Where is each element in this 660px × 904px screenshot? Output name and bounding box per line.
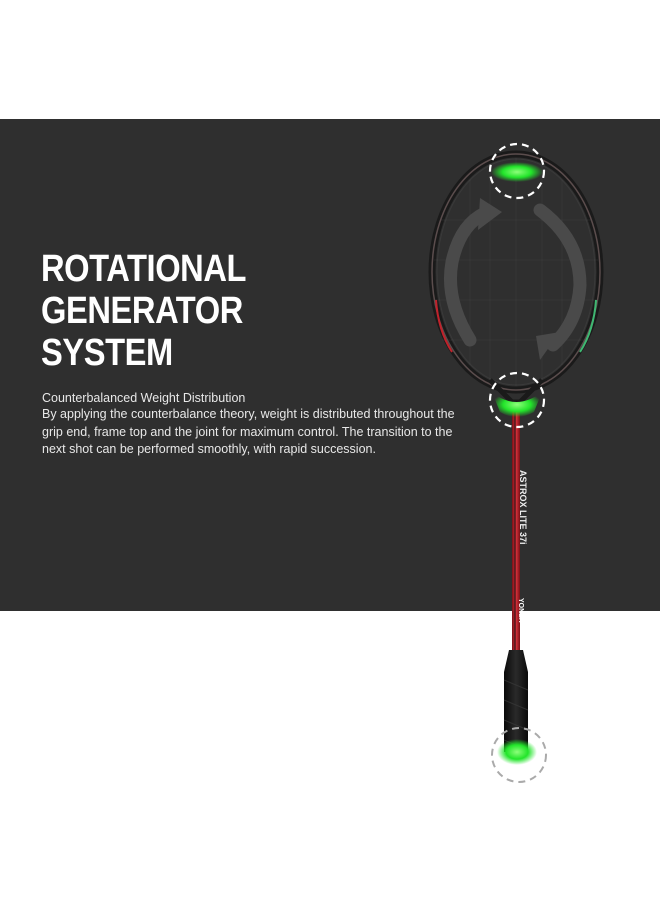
- description-text: By applying the counterbalance theory, w…: [42, 407, 455, 456]
- grip-end-highlight: [491, 727, 547, 783]
- shaft-model-text: ASTROX LITE 37i: [518, 470, 528, 545]
- headline-line-2: GENERATOR: [41, 290, 243, 332]
- racket-grip: [503, 650, 529, 752]
- frame-top-highlight: [488, 142, 546, 200]
- headline-line-1: ROTATIONAL: [41, 248, 247, 290]
- rotation-arrow-icon: [533, 203, 587, 360]
- joint-highlight: [488, 371, 546, 429]
- headline-line-3: SYSTEM: [41, 332, 173, 374]
- shaft-brand-text: YONEX: [517, 598, 524, 623]
- subheading: Counterbalanced Weight Distribution: [42, 391, 246, 405]
- racket-head: [428, 150, 604, 405]
- racket-shaft: ASTROX LITE 37i YONEX: [512, 402, 528, 652]
- rotation-arrow-icon: [443, 198, 502, 347]
- dark-banner-panel: [0, 119, 660, 611]
- headline: ROTATIONAL GENERATOR SYSTEM: [41, 248, 246, 374]
